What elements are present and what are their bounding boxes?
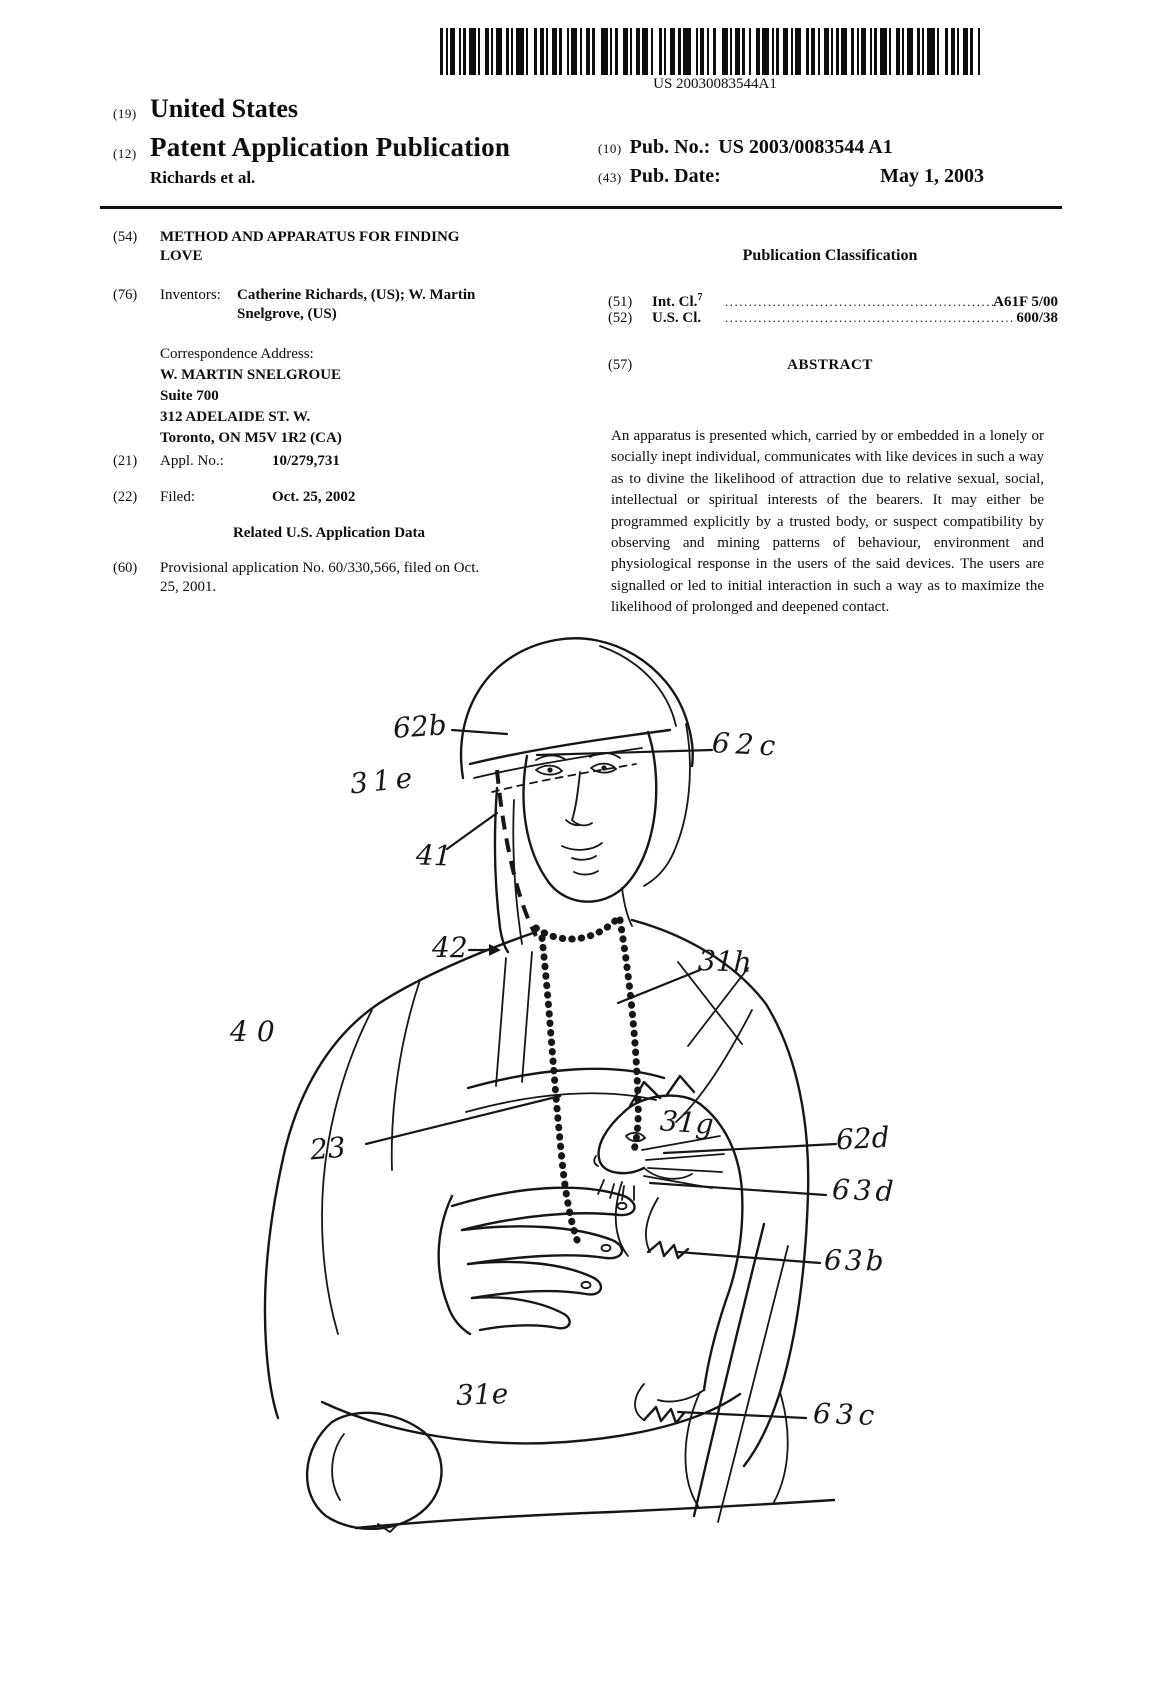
us-cl-row: (52) U.S. Cl. ..........................… — [608, 310, 1058, 326]
provisional-row: (60) Provisional application No. 60/330,… — [113, 560, 480, 595]
filed-label: Filed: — [160, 489, 196, 505]
int-cl-label: Int. Cl.7 — [652, 292, 703, 310]
title-code: (54) — [113, 229, 138, 245]
figure-ref-31e-upper: 31e — [348, 760, 419, 801]
correspondence-block: Correspondence Address: W. MARTIN SNELGR… — [160, 346, 342, 446]
invention-title: METHOD AND APPARATUS FOR FINDING LOVE — [160, 229, 460, 264]
leader-62c — [535, 748, 714, 757]
authors: Richards et al. — [150, 168, 256, 187]
filed-row: (22) Filed: Oct. 25, 2002 — [113, 489, 356, 505]
leader-63c — [676, 1410, 808, 1420]
figure-ref-40: 40 — [230, 1015, 284, 1048]
abstract-text: An apparatus is presented which, carried… — [611, 428, 1044, 616]
pub-date-value: May 1, 2003 — [880, 165, 984, 187]
figure-ref-42: 42 — [432, 931, 468, 964]
int-cl-value: A61F 5/00 — [993, 294, 1058, 310]
pub-date-row: (43) Pub. Date: May 1, 2003 — [598, 165, 984, 188]
provisional-text: Provisional application No. 60/330,566, … — [160, 560, 480, 595]
figure-ref-23: 23 — [308, 1130, 348, 1167]
leader-31h — [616, 968, 702, 1005]
inventors-label: Inventors: — [160, 287, 221, 303]
title-row: (54) METHOD AND APPARATUS FOR FINDING LO… — [113, 228, 553, 266]
publication-kind: Patent Application Publication — [150, 132, 511, 162]
header-divider — [100, 206, 1062, 209]
figure-ref-63c: 63c — [812, 1396, 880, 1433]
filed-value: Oct. 25, 2002 — [272, 489, 356, 505]
us-cl-value: 600/38 — [1016, 310, 1058, 326]
pub-no-value: US 2003/0083544 A1 — [718, 136, 893, 158]
us-cl-dots: ........................................… — [725, 310, 1016, 325]
figure-ref-63d: 63d — [831, 1172, 899, 1209]
figure-ref-62b: 62b — [391, 708, 448, 745]
figure-ref-41: 41 — [415, 838, 453, 873]
figure-ref-62d: 62d — [835, 1120, 891, 1157]
figure-ref-63b: 63b — [823, 1243, 887, 1278]
abstract-code: (57) — [608, 357, 633, 373]
int-cl-dots: ........................................… — [725, 294, 993, 309]
pub-no-label: Pub. No.: — [629, 136, 711, 158]
figure-ref-31e-lower: 31e — [455, 1377, 509, 1412]
figure-ref-62c: 62c — [711, 726, 783, 763]
us-cl-label: U.S. Cl. — [652, 310, 702, 326]
pub-no-code: (10) — [598, 141, 622, 156]
leader-23 — [364, 1094, 562, 1146]
figure-ref-31h: 31h — [697, 944, 753, 979]
lady-with-ermine-sketch — [263, 637, 836, 1534]
leader-42-arrowhead — [489, 944, 501, 956]
leader-63d — [648, 1181, 828, 1197]
country-name: United States — [150, 94, 299, 123]
pub-date-code: (43) — [598, 170, 622, 185]
figure-leader-lines — [364, 728, 838, 1420]
barcode — [440, 28, 980, 75]
inventors-names: Catherine Richards, (US); W. Martin Snel… — [237, 287, 476, 322]
leader-62d — [662, 1142, 838, 1155]
appl-no-label: Appl. No.: — [160, 453, 224, 469]
pub-date-label: Pub. Date: — [629, 165, 721, 187]
appl-no-value: 10/279,731 — [272, 453, 340, 469]
int-cl-row: (51) Int. Cl.7 .........................… — [608, 288, 1058, 312]
country-code: (19) — [113, 106, 137, 121]
inventors-code: (76) — [113, 287, 138, 303]
kind-code: (12) — [113, 146, 137, 161]
leader-41 — [445, 811, 499, 851]
leader-62b — [450, 728, 509, 736]
leader-63b — [676, 1250, 822, 1265]
appl-no-row: (21) Appl. No.: 10/279,731 — [113, 453, 340, 469]
related-data-heading: Related U.S. Application Data — [232, 525, 426, 541]
pub-no-row: (10) Pub. No.: US 2003/0083544 A1 — [598, 136, 984, 159]
classification-heading: Publication Classification — [742, 247, 918, 264]
inventors-row: (76) Inventors: Catherine Richards, (US)… — [113, 286, 553, 324]
barcode-text: US 20030083544A1 — [653, 76, 777, 92]
abstract-heading: ABSTRACT — [787, 357, 873, 373]
figure-ref-31g: 31g — [658, 1104, 715, 1141]
correspondence-label: Correspondence Address: — [160, 346, 314, 362]
